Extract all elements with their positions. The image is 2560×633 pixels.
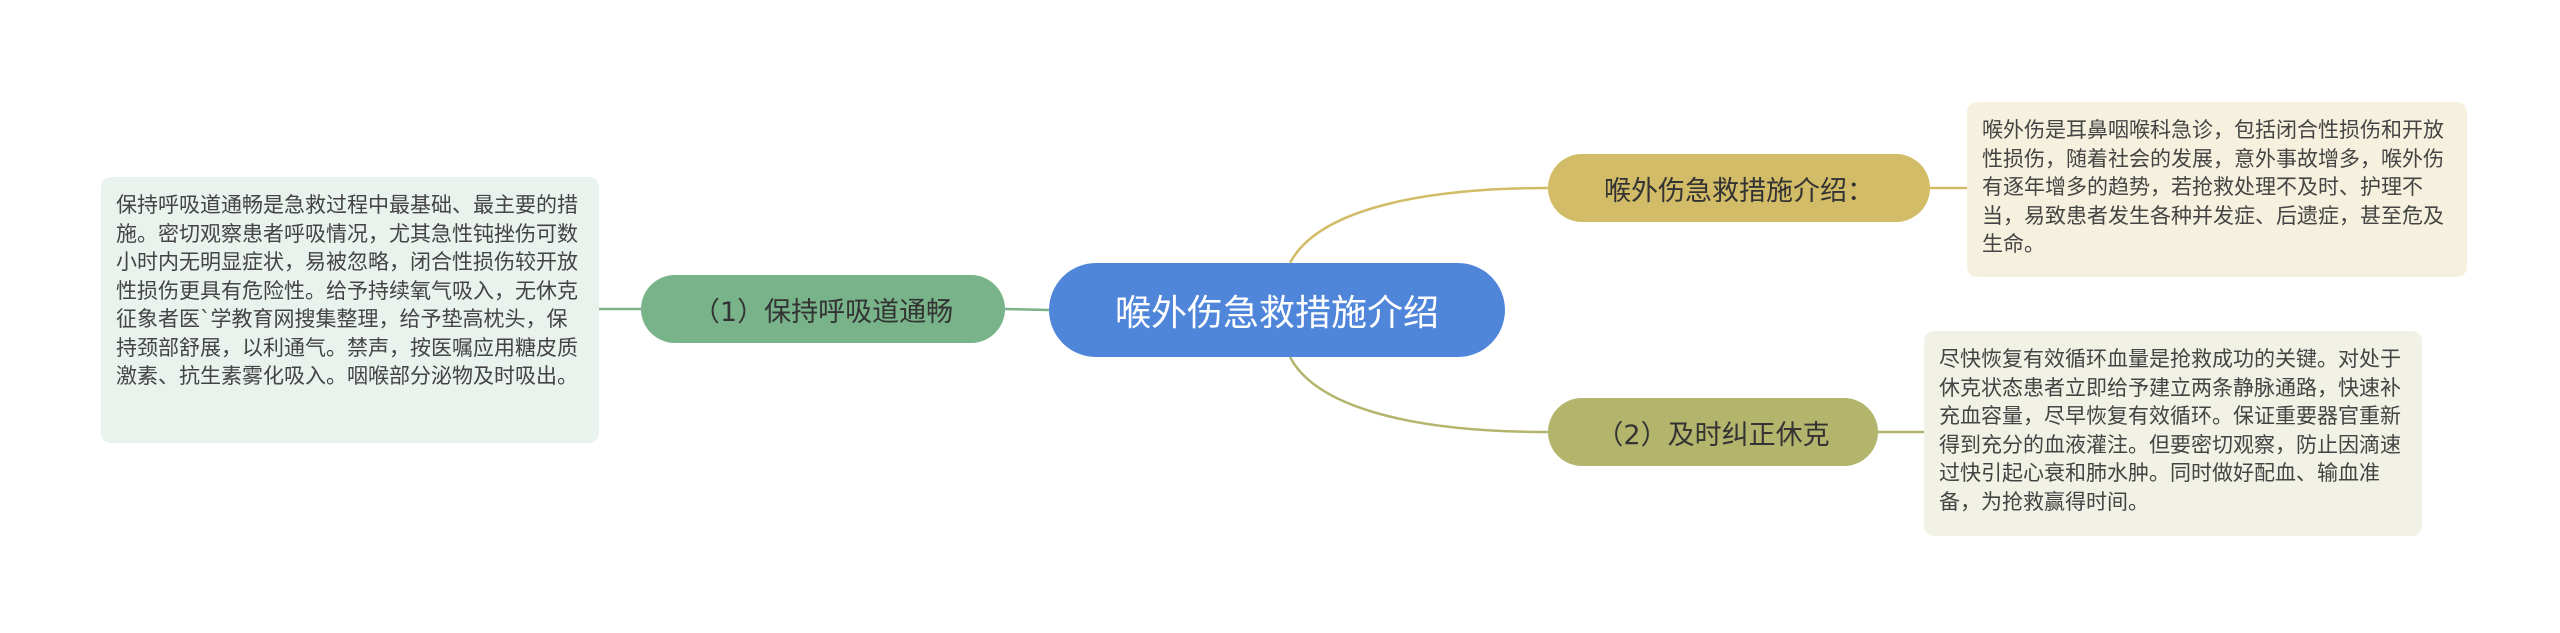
detail-note-keep-airway-clear: 保持呼吸道通畅是急救过程中最基础、最主要的措施。密切观察患者呼吸情况，尤其急性钝…: [101, 177, 599, 443]
connector-root-to-top-branch: [1288, 186, 1549, 264]
branch-topic-introduction[interactable]: 喉外伤急救措施介绍：: [1548, 154, 1930, 222]
connector-root-to-left-branch: [1004, 307, 1050, 312]
detail-note-introduction: 喉外伤是耳鼻咽喉科急诊，包括闭合性损伤和开放性损伤，随着社会的发展，意外事故增多…: [1967, 102, 2467, 277]
root-topic[interactable]: 喉外伤急救措施介绍: [1049, 263, 1505, 357]
branch-topic-keep-airway-clear[interactable]: （1）保持呼吸道通畅: [641, 275, 1005, 343]
detail-note-correct-shock: 尽快恢复有效循环血量是抢救成功的关键。对处于休克状态患者立即给予建立两条静脉通路…: [1924, 331, 2422, 536]
connector-root-to-bottom-branch: [1288, 356, 1549, 434]
branch-topic-correct-shock[interactable]: （2）及时纠正休克: [1548, 398, 1878, 466]
